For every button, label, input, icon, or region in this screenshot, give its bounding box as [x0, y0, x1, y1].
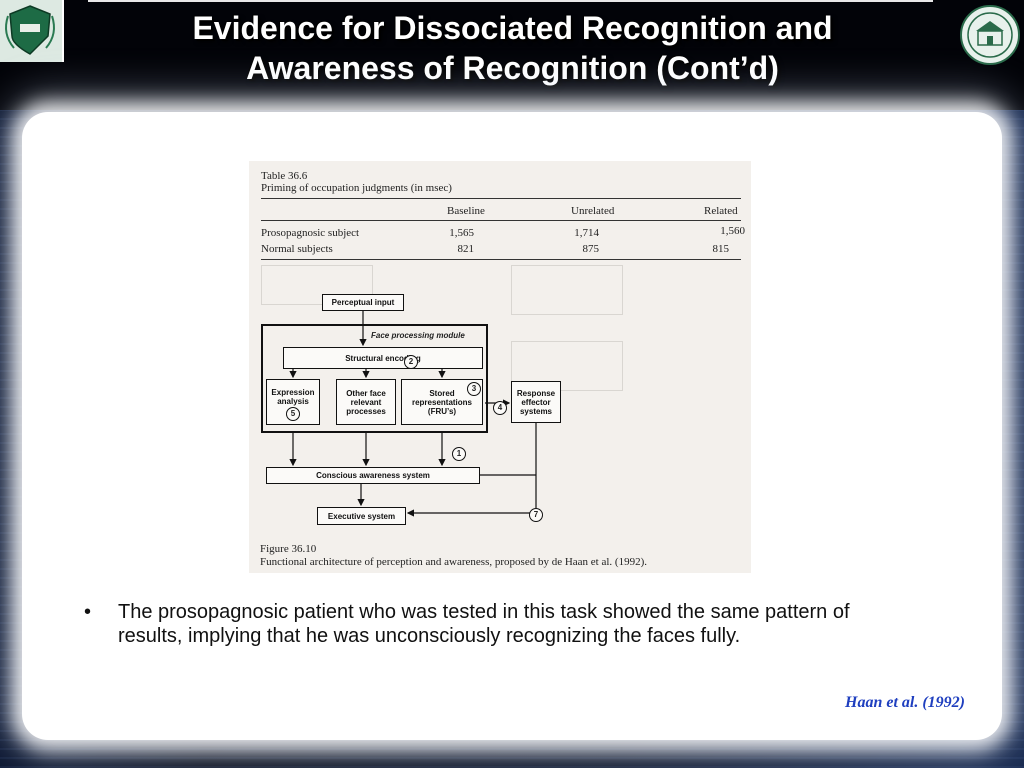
scanned-figure: Table 36.6 Priming of occupation judgmen… — [249, 161, 751, 573]
title-line-1: Evidence for Dissociated Recognition and — [192, 10, 833, 46]
table-header-baseline: Baseline — [447, 205, 485, 217]
table-cell: 875 — [582, 243, 600, 255]
table-row-label: Prosopagnosic subject — [261, 227, 360, 239]
response-effector-box: Response effector systems — [511, 381, 561, 423]
table-cell: 815 — [712, 243, 730, 255]
perceptual-input-box: Perceptual input — [322, 294, 404, 311]
other-face-processes-box: Other face relevant processes — [336, 379, 396, 425]
title-line-2: Awareness of Recognition (Cont’d) — [246, 50, 779, 86]
table-rule-mid — [261, 220, 741, 221]
face-processing-module-label: Face processing module — [371, 331, 465, 340]
table-cell: 1,714 — [574, 227, 599, 239]
university-crest-logo — [0, 0, 64, 62]
table-cell: 821 — [457, 243, 475, 255]
figure-caption-text: Functional architecture of perception an… — [260, 556, 647, 568]
marker-5: 5 — [286, 407, 300, 421]
conscious-awareness-box: Conscious awareness system — [266, 467, 480, 484]
slide-title: Evidence for Dissociated Recognition and… — [60, 8, 965, 88]
table-row-label: Normal subjects — [261, 243, 333, 255]
marker-3: 3 — [467, 382, 481, 396]
bullet-marker: • — [84, 601, 92, 623]
diagram-arrows — [289, 311, 537, 517]
marker-1: 1 — [452, 447, 466, 461]
table-caption-number: Table 36.6 — [261, 170, 308, 182]
table-header-related: Related — [704, 205, 738, 217]
marker-2: 2 — [404, 355, 418, 369]
face-processing-module — [261, 324, 488, 433]
bullet-text: The prosopagnosic patient who was tested… — [118, 601, 850, 647]
table-rule-top — [261, 198, 741, 199]
structural-encoding-box: Structural encoding — [283, 347, 483, 369]
figure-caption-number: Figure 36.10 — [260, 543, 317, 555]
expression-analysis-box: Expression analysis — [266, 379, 320, 425]
bleed-through-box — [511, 341, 623, 391]
marker-7: 7 — [529, 508, 543, 522]
bleed-through-box — [261, 265, 373, 305]
table-cell: 1,560 — [720, 225, 745, 237]
table-rule-bottom — [261, 259, 741, 260]
marker-4: 4 — [493, 401, 507, 415]
title-rule — [88, 0, 933, 2]
executive-system-box: Executive system — [317, 507, 406, 525]
title-bar — [0, 0, 1024, 110]
table-cell: 1,565 — [449, 227, 474, 239]
table-caption-title: Priming of occupation judgments (in msec… — [261, 182, 452, 194]
bleed-through-box — [511, 265, 623, 315]
university-seal-logo — [960, 5, 1020, 65]
table-header-unrelated: Unrelated — [571, 205, 615, 217]
stored-representations-box: Stored representations (FRU’s) — [401, 379, 483, 425]
reference-citation: Haan et al. (1992) — [845, 694, 965, 711]
